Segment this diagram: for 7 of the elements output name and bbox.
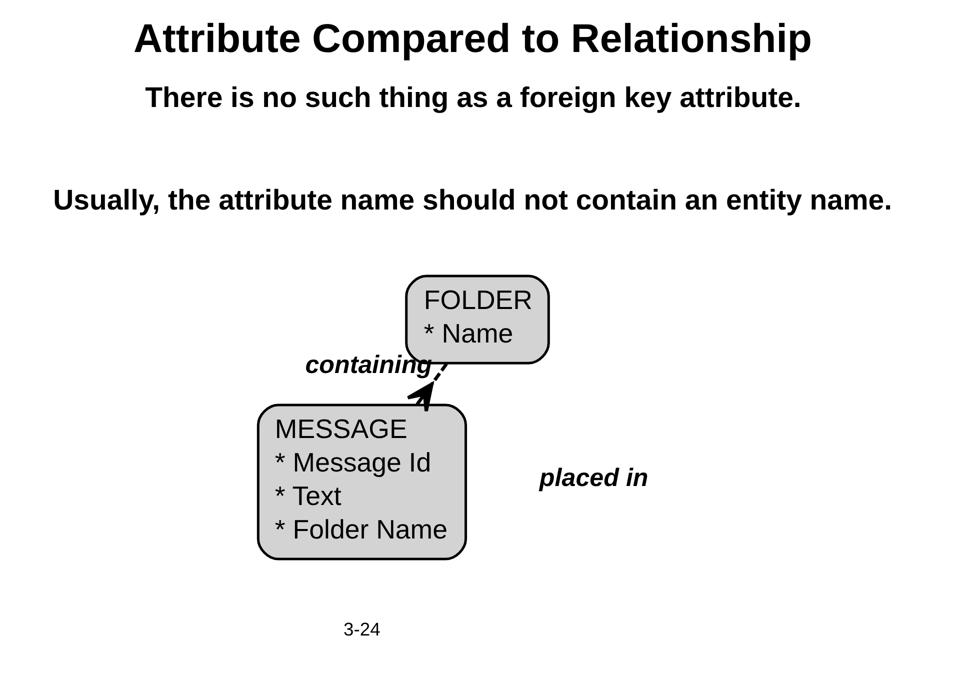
diagram-title: Attribute Compared to Relationship [133,16,812,62]
label: 3-24 [344,618,380,640]
label: placed in [539,464,648,492]
node-box: MESSAGE * Message Id * Text * Folder Name [256,404,468,560]
label: There is no such thing as a foreign key attribute. [145,82,802,114]
connector [406,362,448,413]
label: Usually, the attribute name should not contain an entity name. [53,184,892,216]
